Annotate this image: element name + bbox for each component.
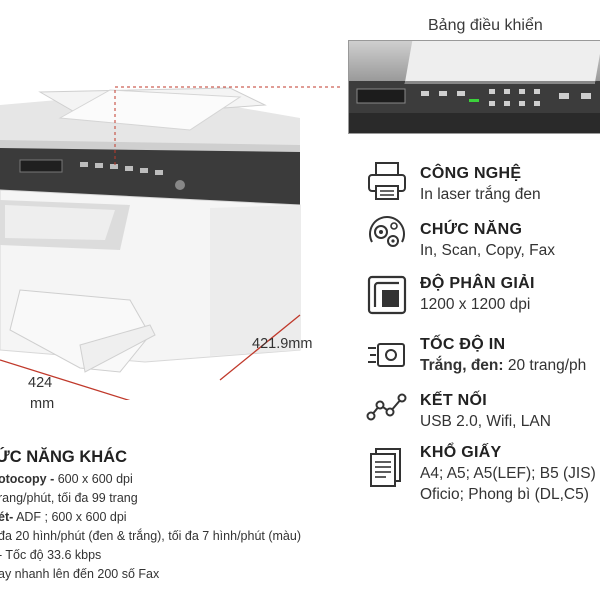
other-line-1-text: 600 x 600 dpi [54,472,133,486]
feature-desc-paper-size: A4; A5; A5(LEF); B5 (JIS) [420,465,596,482]
feature-desc-resolution: 1200 x 1200 dpi [420,296,531,313]
other-line-3-text: ADF ; 600 x 600 dpi [13,510,127,524]
other-line-4: đa 20 hình/phút (đen & trắng), tối đa 7 … [0,529,301,543]
resolution-icon [367,275,407,315]
printer-icon [368,162,406,200]
other-line-1: otocopy - 600 x 600 dpi [0,472,133,486]
speed-value: 20 trang/ph [503,357,587,374]
feature-title-technology: CÔNG NGHỆ [420,165,522,182]
other-line-1-label: otocopy - [0,472,55,486]
width-value: 424 [28,375,53,391]
feature-desc-functions: In, Scan, Copy, Fax [420,242,555,259]
other-line-3: ét- ADF ; 600 x 600 dpi [0,510,127,524]
other-functions-title: ỨC NĂNG KHÁC [0,448,128,466]
feature-title-functions: CHỨC NĂNG [420,221,523,238]
gears-icon [369,216,405,247]
other-line-2: rang/phút, tối đa 99 trang [0,491,138,505]
depth-value: 421.9mm [252,336,313,352]
control-panel-closeup [348,40,600,134]
other-line-5: - Tốc độ 33.6 kbps [0,548,101,562]
connection-icon [366,393,407,421]
printer-illustration [0,86,340,400]
other-line-3-label: ét- [0,510,14,524]
feature-title-paper-size: KHỔ GIẤY [420,444,502,461]
control-panel-label: Bảng điều khiển [428,17,543,34]
other-line-6-text: ay nhanh lên đến 200 số Fax [0,567,160,581]
feature-title-resolution: ĐỘ PHÂN GIẢI [420,275,535,292]
width-unit: mm [30,396,55,412]
feature-desc-technology: In laser trắng đen [420,186,541,203]
feature-desc-connectivity: USB 2.0, Wifi, LAN [420,413,551,430]
other-line-2-text: rang/phút, tối đa 99 trang [0,491,138,505]
other-line-5-text: - Tốc độ 33.6 kbps [0,548,102,562]
feature-title-connectivity: KẾT NỐI [420,392,487,409]
speed-label: Trắng, đen: [420,357,504,374]
other-line-6: ay nhanh lên đến 200 số Fax [0,567,159,581]
feature-title-speed: TỐC ĐỘ IN [420,336,506,353]
speed-icon [368,343,405,367]
paper-document-icon [370,448,401,487]
feature-desc-speed: Trắng, đen: 20 trang/ph [420,357,586,375]
feature-desc-paper-size-2: Oficio; Phong bì (DL,C5) [420,486,589,503]
other-line-4-text: đa 20 hình/phút (đen & trắng), tối đa 7 … [0,529,301,543]
